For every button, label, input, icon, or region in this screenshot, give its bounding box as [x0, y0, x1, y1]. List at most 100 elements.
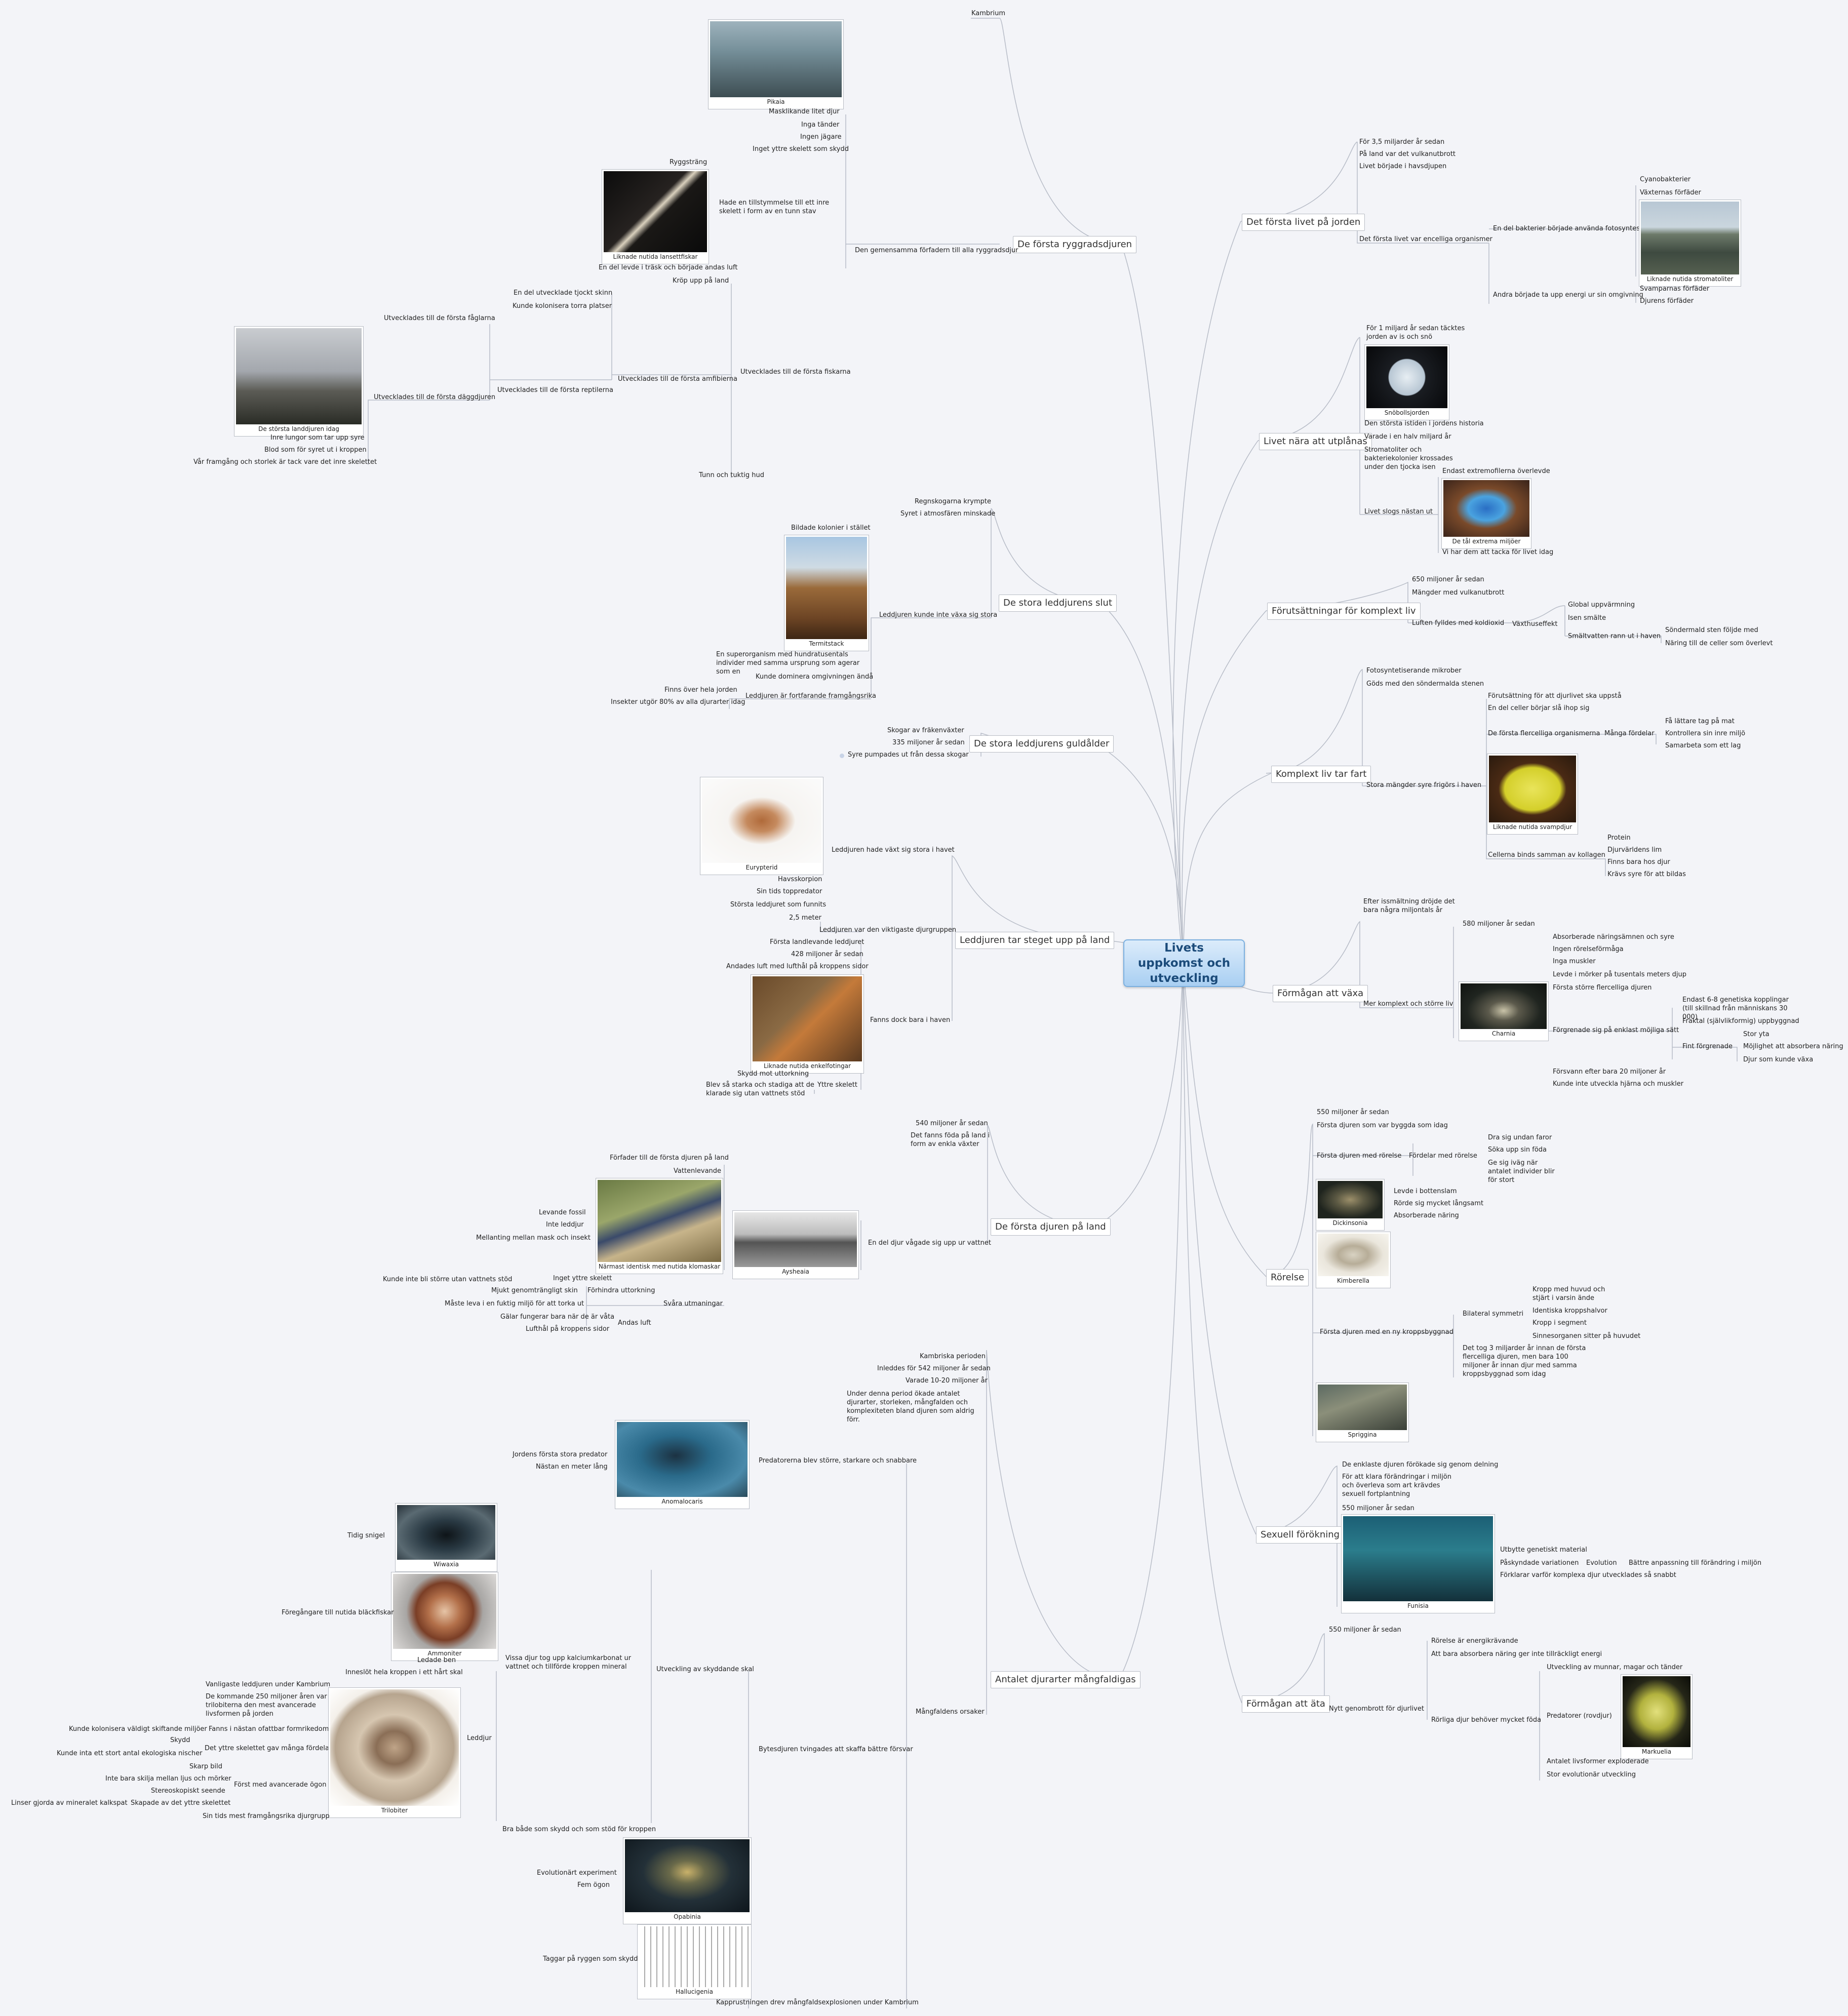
branch-livet-nara[interactable]: Livet nära att utplånas	[1259, 433, 1372, 450]
topic: Finns över hela jorden	[664, 686, 737, 694]
topic: Djur som kunde växa	[1743, 1056, 1814, 1063]
topic: Fraktal (självlikformig) uppbyggnad	[1682, 1017, 1799, 1025]
topic: Utbytte genetiskt material	[1500, 1546, 1587, 1554]
topic: Nästan en meter lång	[536, 1463, 608, 1471]
topic: Fotosyntetiserande mikrober	[1366, 667, 1462, 675]
topic: Ledade ben	[417, 1656, 456, 1664]
topic: Ingen jägare	[800, 133, 842, 141]
topic: Varade 10-20 miljoner år	[906, 1377, 988, 1385]
topic: Utveckling av skyddande skal	[656, 1666, 754, 1673]
topic: Växthuseffekt	[1512, 620, 1558, 628]
branch-forsta-livet[interactable]: Det första livet på jorden	[1242, 214, 1365, 231]
topic: Lufthål på kroppens sidor	[526, 1325, 610, 1333]
topic: Levde i mörker på tusentals meters djup	[1553, 971, 1686, 978]
topic: Kontrollera sin inre miljö	[1665, 730, 1746, 737]
topic: Den gemensamma förfadern till alla ryggr…	[855, 247, 1018, 254]
topic: De kommande 250 miljoner åren var trilob…	[206, 1693, 327, 1718]
topic: 550 miljoner år sedan	[1317, 1109, 1389, 1116]
topic: För att klara förändringar i miljön och …	[1342, 1473, 1451, 1498]
topic: Protein	[1607, 834, 1631, 842]
topic: Evolution	[1586, 1559, 1617, 1567]
topic: Samarbeta som ett lag	[1665, 742, 1741, 749]
topic: Det första livet var encelliga organisme…	[1359, 235, 1492, 243]
topic: Största leddjuret som funnits	[730, 901, 827, 908]
topic: Mer komplext och större liv	[1363, 1000, 1453, 1008]
topic: Djurvärldens lim	[1607, 846, 1662, 854]
topic: Cellerna binds samman av kollagen	[1488, 851, 1605, 859]
branch-forsta-ryggradsdjuren[interactable]: De första ryggradsdjuren	[1013, 236, 1137, 253]
topic: Förutsättning för att djurlivet ska upps…	[1488, 692, 1622, 700]
branch-rorelse[interactable]: Rörelse	[1266, 1269, 1309, 1286]
topic: Evolutionärt experiment	[537, 1869, 617, 1877]
topic: Krävs syre för att bildas	[1607, 871, 1686, 878]
topic: Inget yttre skelett som skydd	[753, 145, 849, 153]
topic: En del utvecklade tjockt skinn	[514, 289, 613, 297]
topic: Kropp med huvud och stjärt i varsin ände	[1532, 1286, 1605, 1302]
topic: Göds med den söndermalda stenen	[1366, 680, 1484, 688]
topic: Kröp upp på land	[673, 277, 729, 285]
topic: Föregångare till nutida bläckfiskar	[282, 1609, 394, 1616]
branch-formagan-att-ata[interactable]: Förmågan att äta	[1242, 1695, 1330, 1713]
branch-formagan-att-vaxa[interactable]: Förmågan att växa	[1273, 985, 1368, 1002]
branch-forsta-djuren-pa-land[interactable]: De första djuren på land	[991, 1218, 1111, 1236]
topic: Endast 6-8 genetiska kopplingar (till sk…	[1682, 996, 1789, 1021]
topic: Inneslöt hela kroppen i ett hårt skal	[345, 1669, 463, 1676]
image-eurypterid: Eurypterid	[700, 777, 823, 875]
topic: Kunde inte utveckla hjärna och muskler	[1553, 1080, 1684, 1088]
topic: Kunde inte bli större utan vattnets stöd	[383, 1276, 513, 1283]
branch-komplext-liv[interactable]: Komplext liv tar fart	[1271, 766, 1371, 783]
topic: 650 miljoner år sedan	[1412, 576, 1484, 583]
branch-sexuell-forokning[interactable]: Sexuell förökning	[1256, 1526, 1345, 1544]
topic: Näring till de celler som överlevt	[1665, 640, 1773, 647]
image-lansettfisk: Liknade nutida lansettfiskar	[602, 169, 709, 264]
topic: Det tog 3 miljarder år innan de första f…	[1463, 1345, 1586, 1378]
branch-leddjuren-pa-land[interactable]: Leddjuren tar steget upp på land	[955, 932, 1115, 949]
topic: Under denna period ökade antalet djurart…	[847, 1390, 974, 1424]
topic: Tidig snigel	[347, 1532, 385, 1539]
topic: Svamparnas förfäder	[1640, 285, 1710, 293]
topic: Kambriska perioden	[920, 1353, 986, 1360]
topic: Kunde inta ett stort antal ekologiska ni…	[57, 1750, 203, 1757]
root-topic[interactable]: Livets uppkomst och utveckling	[1123, 939, 1245, 987]
topic: Stora mängder syre frigörs i haven	[1366, 781, 1482, 789]
topic: På land var det vulkanutbrott	[1359, 150, 1456, 158]
topic: Masklikande litet djur	[769, 108, 840, 115]
image-pikaia: Pikaia	[708, 19, 844, 109]
topic: Rörelse är energikrävande	[1431, 1637, 1518, 1645]
topic: 580 miljoner år sedan	[1463, 920, 1535, 928]
topic: Ryggsträng	[670, 159, 707, 166]
topic: Havsskorpion	[778, 876, 822, 883]
topic: Efter issmältning dröjde det bara några …	[1363, 898, 1455, 914]
topic: Predatorerna blev större, starkare och s…	[759, 1457, 917, 1465]
topic: Påskyndade variationen	[1500, 1559, 1579, 1567]
topic: Första större flercelliga djuren	[1553, 984, 1652, 992]
branch-antalet-djurarter[interactable]: Antalet djurarter mångfaldigas	[991, 1671, 1141, 1688]
topic: 335 miljoner år sedan	[892, 739, 965, 746]
topic: Skapade av det yttre skelettet	[131, 1799, 231, 1807]
image-hallucigenia: Hallucigenia	[637, 1924, 752, 1999]
branch-forutsattningar[interactable]: Förutsättningar för komplext liv	[1267, 603, 1421, 620]
topic: Kunde kolonisera väldigt skiftande miljö…	[69, 1725, 207, 1733]
topic: Skydd mot uttorkning	[737, 1070, 809, 1078]
topic: Mängder med vulkanutbrott	[1412, 589, 1505, 597]
topic: Förhindra uttorkning	[587, 1287, 655, 1294]
topic: Utvecklades till de första amfibierna	[618, 375, 738, 383]
image-wiwaxia: Wiwaxia	[395, 1503, 497, 1572]
topic: Nytt genombrott för djurlivet	[1329, 1705, 1424, 1713]
topic: Utveckling av munnar, magar och tänder	[1547, 1664, 1683, 1671]
topic: Första djuren med rörelse	[1317, 1152, 1402, 1160]
branch-stora-leddjurens-slut[interactable]: De stora leddjurens slut	[999, 595, 1117, 612]
topic: Skarp bild	[189, 1763, 222, 1770]
topic: Kambrium	[971, 10, 1006, 17]
topic: En del celler börjar slå ihop sig	[1488, 704, 1590, 712]
image-funisia: Funisia	[1341, 1514, 1495, 1613]
topic: Första landlevande leddjuret	[770, 938, 864, 946]
topic: Kunde dominera omgivningen ändå	[756, 673, 874, 681]
collapse-dot-icon[interactable]	[840, 754, 844, 758]
topic: Linser gjorda av mineralet kalkspat	[11, 1799, 128, 1807]
topic: Sin tids mest framgångsrika djurgrupp	[203, 1812, 330, 1820]
topic: 550 miljoner år sedan	[1342, 1505, 1414, 1512]
topic: Insekter utgör 80% av alla djurarter ida…	[611, 698, 745, 706]
branch-leddjurens-guldalder[interactable]: De stora leddjurens guldålder	[969, 735, 1114, 753]
